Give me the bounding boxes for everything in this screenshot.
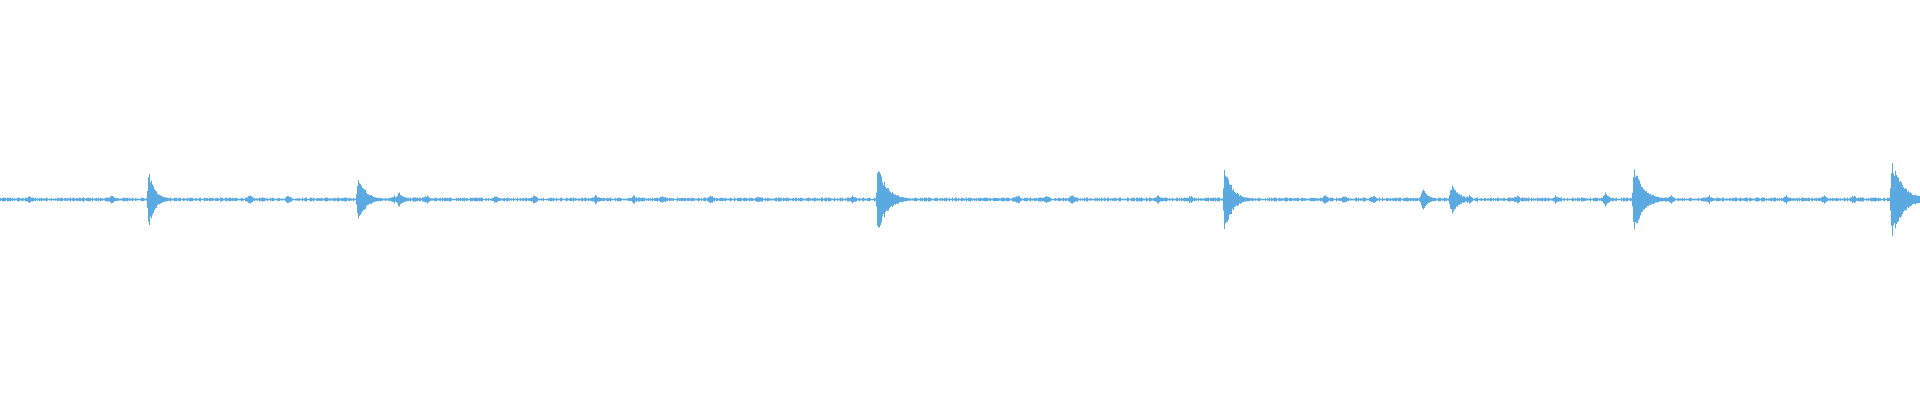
waveform-trace <box>0 163 1920 236</box>
